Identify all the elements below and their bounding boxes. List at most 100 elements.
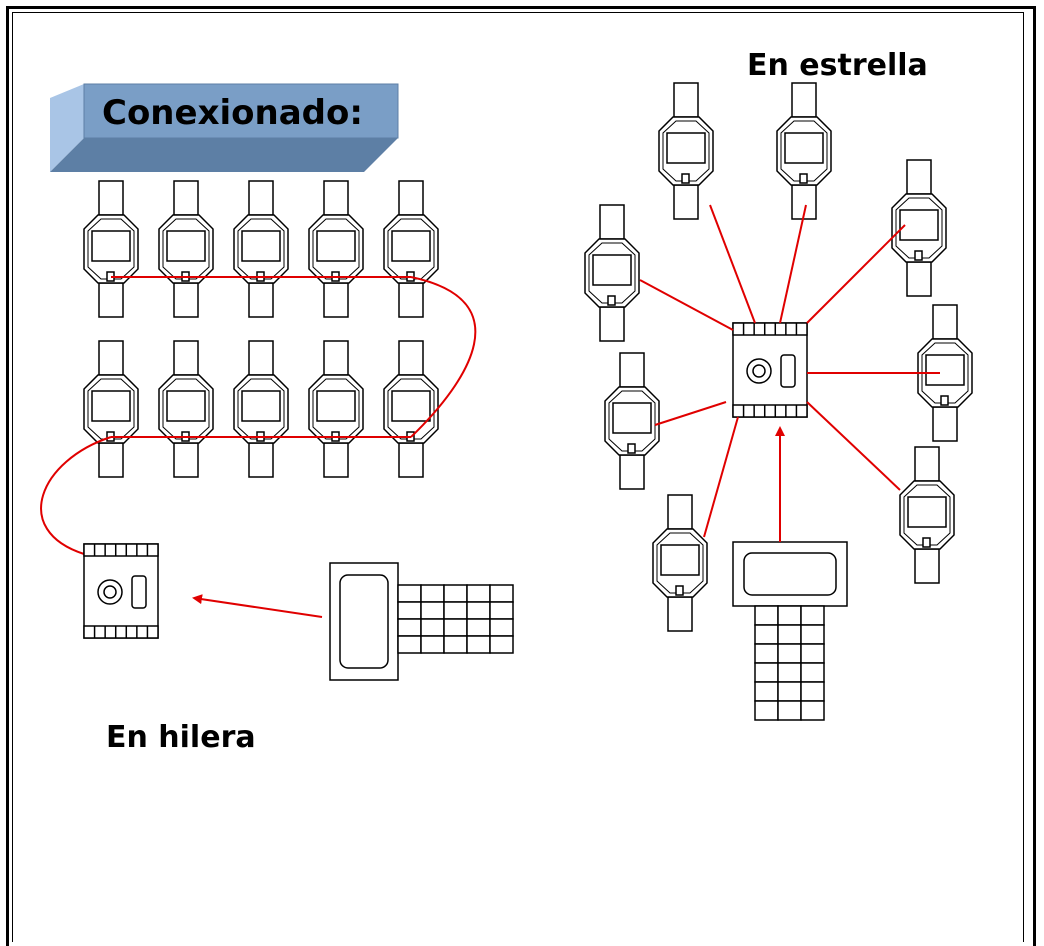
- meter-icon: [233, 180, 289, 318]
- meter-body-inner: [312, 218, 360, 280]
- meter-terminal: [675, 585, 684, 596]
- meter-top-tab: [323, 180, 349, 216]
- handheld-terminal-icon: [329, 562, 514, 681]
- daisy-chain-wire: [410, 276, 477, 438]
- meter-display: [91, 230, 131, 262]
- keypad-key: [420, 601, 445, 620]
- keypad-key: [754, 605, 779, 626]
- meter-bottom-tab: [323, 442, 349, 478]
- keypad-key: [466, 618, 491, 637]
- meter-icon: [383, 340, 439, 478]
- star-wire: [779, 204, 807, 324]
- banner-front-face: [83, 83, 399, 139]
- meter-bottom-tab: [599, 306, 625, 342]
- star-wire: [806, 224, 906, 324]
- meter-bottom-tab: [173, 442, 199, 478]
- meter-top-tab: [398, 180, 424, 216]
- meter-top-tab: [791, 82, 817, 118]
- meter-top-tab: [98, 340, 124, 376]
- keypad-key: [420, 635, 445, 654]
- keypad-key: [489, 601, 514, 620]
- meter-display: [784, 132, 824, 164]
- controller-icon: [83, 543, 159, 639]
- star-wire: [709, 204, 756, 324]
- meter-body-inner: [87, 378, 135, 440]
- keypad-key: [420, 618, 445, 637]
- handheld-terminal-icon: [732, 541, 848, 721]
- controller-bottom-terminals: [83, 625, 159, 639]
- meter-top-tab: [173, 340, 199, 376]
- banner-bottom-face: [50, 138, 398, 172]
- star-wire: [806, 401, 901, 491]
- meter-icon: [158, 340, 214, 478]
- meter-display: [316, 230, 356, 262]
- meter-display: [241, 230, 281, 262]
- star-wire: [703, 416, 739, 538]
- meter-icon: [584, 204, 640, 342]
- meter-terminal: [681, 173, 690, 184]
- meter-bottom-tab: [398, 442, 424, 478]
- meter-top-tab: [906, 159, 932, 195]
- meter-icon: [658, 82, 714, 220]
- daisy-chain-wire: [40, 436, 112, 555]
- meter-body-inner: [588, 242, 636, 304]
- meter-display: [391, 230, 431, 262]
- meter-body-inner: [608, 390, 656, 452]
- banner-title: Conexionado:: [102, 93, 363, 133]
- meter-body-inner: [895, 197, 943, 259]
- meter-display: [666, 132, 706, 164]
- controller-top-terminals: [83, 543, 159, 557]
- meter-icon: [233, 340, 289, 478]
- keypad-key: [800, 700, 825, 721]
- keypad-key: [800, 643, 825, 664]
- keypad-key: [397, 618, 422, 637]
- keypad-key: [777, 662, 802, 683]
- meter-bottom-tab: [673, 184, 699, 220]
- keypad-key: [443, 635, 468, 654]
- meter-bottom-tab: [98, 282, 124, 318]
- meter-terminal: [914, 250, 923, 261]
- keypad-key: [754, 643, 779, 664]
- meter-body-inner: [387, 378, 435, 440]
- meter-top-tab: [619, 352, 645, 388]
- meter-display: [91, 390, 131, 422]
- meter-terminal: [940, 395, 949, 406]
- controller-icon: [732, 322, 808, 418]
- keypad-key: [754, 700, 779, 721]
- banner-left-face: [50, 84, 84, 172]
- keypad-key: [800, 605, 825, 626]
- keypad-key: [777, 624, 802, 645]
- meter-icon: [917, 304, 973, 442]
- meter-display: [660, 544, 700, 576]
- meter-body-inner: [237, 378, 285, 440]
- meter-display: [925, 354, 965, 386]
- keypad-key: [397, 584, 422, 603]
- meter-icon: [652, 494, 708, 632]
- meter-bottom-tab: [98, 442, 124, 478]
- meter-icon: [83, 180, 139, 318]
- keypad-key: [466, 601, 491, 620]
- meter-body-inner: [662, 120, 710, 182]
- label-en-hilera: En hilera: [106, 720, 256, 755]
- meter-display: [899, 209, 939, 241]
- meter-bottom-tab: [906, 261, 932, 297]
- controller-switch: [131, 575, 147, 609]
- meter-top-tab: [173, 180, 199, 216]
- keypad-key: [777, 681, 802, 702]
- meter-top-tab: [667, 494, 693, 530]
- keypad-key: [489, 635, 514, 654]
- meter-body-inner: [162, 378, 210, 440]
- keypad-key: [420, 584, 445, 603]
- controller-switch: [780, 354, 796, 388]
- star-wire: [654, 401, 727, 426]
- meter-body-inner: [903, 484, 951, 546]
- terminal-screen: [339, 574, 389, 669]
- keypad-key: [443, 584, 468, 603]
- meter-terminal: [922, 537, 931, 548]
- arrow-line: [192, 594, 323, 618]
- meter-display: [166, 230, 206, 262]
- meter-display: [316, 390, 356, 422]
- keypad-key: [777, 605, 802, 626]
